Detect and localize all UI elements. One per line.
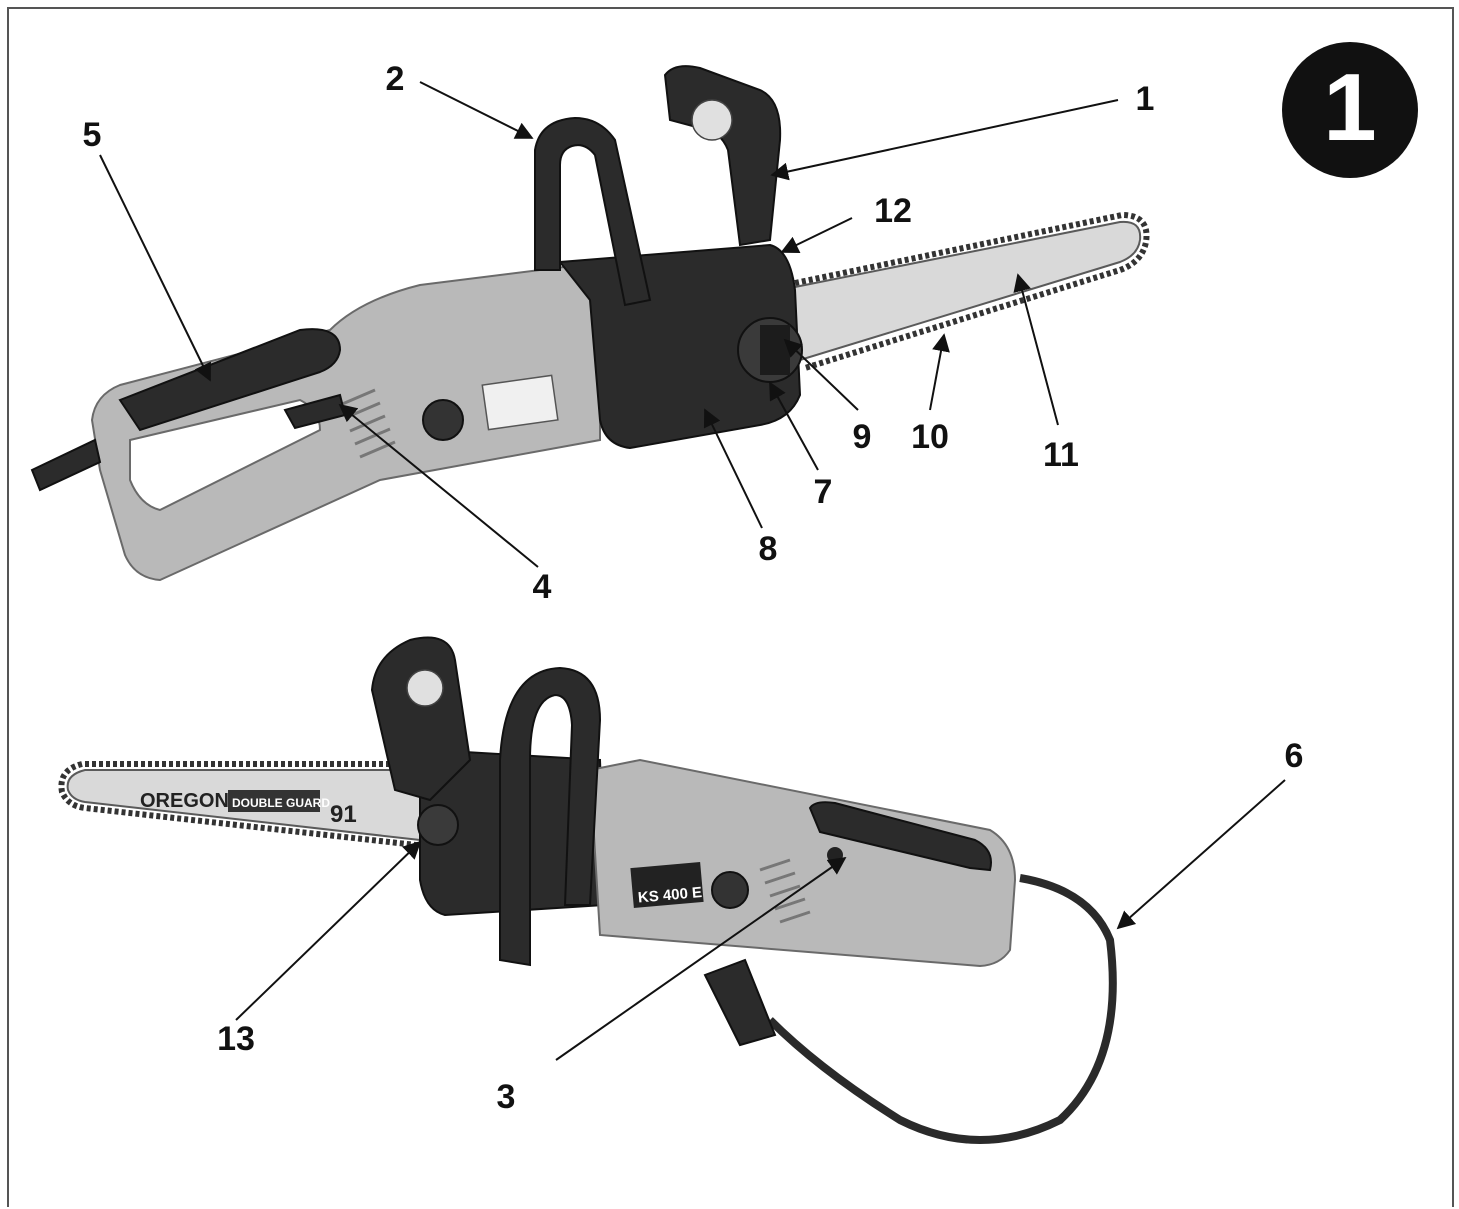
- front-housing-top: [558, 243, 802, 450]
- callout-13: 13: [217, 1020, 255, 1058]
- leader-lines: [99, 81, 1286, 1061]
- motor-housing-top: [90, 263, 601, 582]
- callout-5: 5: [83, 116, 102, 154]
- rear-handle-grip-top: [118, 328, 342, 432]
- hand-guard-top: [663, 65, 782, 247]
- callout-8: 8: [759, 530, 778, 568]
- callout-11: 11: [1043, 436, 1079, 474]
- figure-number: 1: [1323, 54, 1376, 161]
- model-plate: KS 400 E: [630, 862, 704, 908]
- power-cord: [767, 874, 1117, 1144]
- guide-bar-top: [778, 211, 1150, 371]
- callout-12: 12: [874, 192, 912, 230]
- callout-6: 6: [1285, 737, 1304, 775]
- bar-series: DOUBLE GUARD: [232, 796, 330, 810]
- callout-3: 3: [497, 1078, 516, 1116]
- chain-tension-knob-bottom: [417, 804, 459, 846]
- callout-9: 9: [853, 418, 872, 456]
- cord-sleeve-top: [30, 438, 102, 492]
- callout-10: 10: [911, 418, 949, 456]
- callout-1: 1: [1136, 80, 1155, 118]
- model-label: KS 400 E: [637, 884, 702, 907]
- power-plug: [703, 958, 777, 1047]
- front-handle-top: [534, 116, 652, 307]
- callout-7: 7: [814, 473, 833, 511]
- bar-code: 91: [330, 801, 357, 828]
- rear-handle-grip-bottom: [808, 801, 992, 872]
- front-handle-bottom: [499, 666, 602, 967]
- guide-bar-bottom: OREGON DOUBLE GUARD 91: [58, 761, 426, 849]
- figure-badge: 1: [1282, 42, 1418, 178]
- motor-housing-bottom: [588, 758, 1017, 968]
- chainsaw-top-view: [30, 65, 1150, 582]
- hand-guard-bottom: [370, 636, 472, 802]
- bar-brand: OREGON: [140, 790, 229, 812]
- callout-numbers: 1 2 3 4 5 6 7 8 9 10 11 12 13: [83, 60, 1304, 1116]
- figure-frame: [7, 7, 1454, 1207]
- callout-2: 2: [386, 60, 405, 98]
- chain-tension-knob-top: [737, 317, 803, 383]
- callout-4: 4: [533, 568, 552, 606]
- chainsaw-bottom-view: OREGON DOUBLE GUARD 91 KS 400 E: [58, 636, 1117, 1144]
